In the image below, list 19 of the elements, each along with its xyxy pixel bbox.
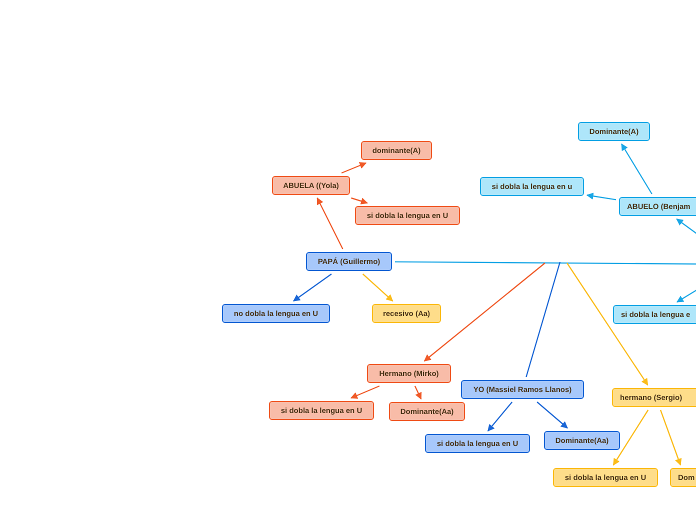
connector-line <box>526 262 561 378</box>
arrow <box>676 287 696 303</box>
arrow <box>414 386 422 400</box>
arrow <box>316 197 344 250</box>
arrow <box>566 262 648 386</box>
arrow <box>351 197 368 204</box>
arrow <box>341 162 367 174</box>
arrow <box>424 262 546 362</box>
arrow <box>362 274 394 302</box>
arrow <box>487 402 513 432</box>
arrow <box>676 218 696 236</box>
arrow <box>350 385 380 399</box>
arrow <box>612 410 649 466</box>
arrow <box>536 402 568 428</box>
arrow <box>660 410 682 466</box>
arrow <box>292 274 332 302</box>
arrow <box>586 192 616 200</box>
arrow <box>621 143 652 194</box>
connector-line <box>395 261 696 265</box>
